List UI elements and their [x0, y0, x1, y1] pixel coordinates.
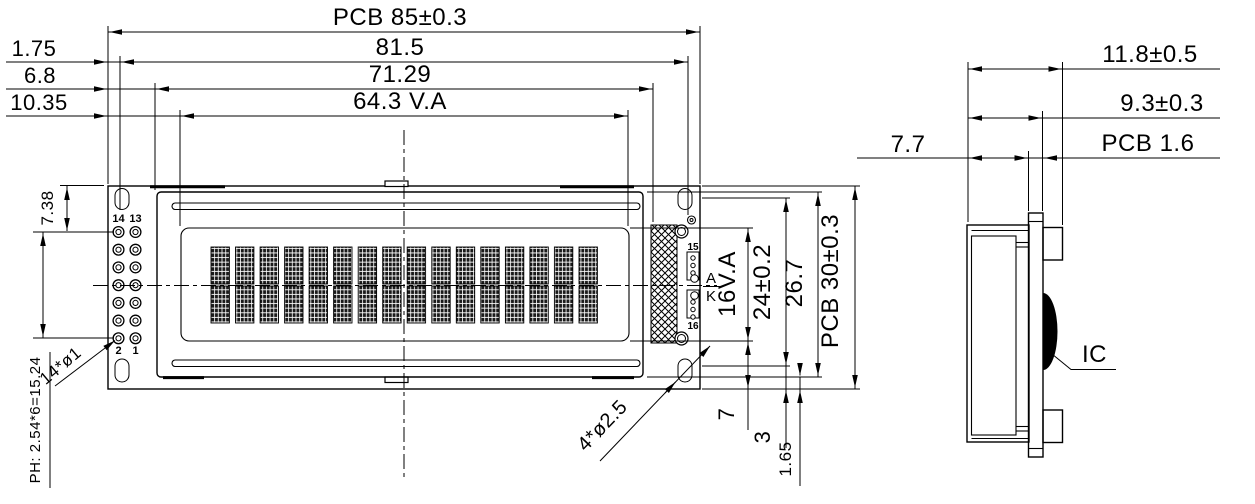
side-pcb	[1027, 212, 1044, 458]
dim-mount-span-label: 81.5	[376, 34, 425, 61]
dim-pcb-width: PCB 85±0.3	[108, 4, 700, 35]
pin-16-label: 16	[687, 321, 699, 332]
ic-label: IC	[1082, 341, 1107, 368]
interface-pins	[112, 225, 142, 345]
mount-slots	[114, 188, 693, 383]
dim-viewing-offset-label: 10.35	[10, 90, 68, 115]
character-matrix	[210, 246, 598, 324]
dim-edge-gap-label: 1.65	[776, 441, 795, 476]
bottom-edge-bump	[384, 376, 409, 384]
dim-mount-span: 1.75 81.5	[6, 34, 688, 65]
viewing-area	[180, 227, 630, 342]
dim-pin-offset-label: 1.75	[12, 36, 57, 61]
callout-mount-holes: 4*ø2.5	[573, 345, 711, 462]
dim-viewing-height-label: 16V.A	[714, 251, 741, 317]
dim-viewing-height: 16V.A	[714, 228, 751, 341]
dim-tab-gap: 3	[750, 366, 789, 448]
dim-first-pin-offset-label: 7.38	[38, 190, 57, 225]
top-edge-bump	[384, 180, 409, 188]
side-glass	[970, 235, 1017, 436]
side-view: IC 11.8±0.5 9.3±0.3 7.7 PCB 1.6	[857, 41, 1220, 458]
backlight-hatch	[650, 224, 678, 344]
pin-15-label: 15	[687, 242, 699, 253]
pin-14-label: 14	[112, 213, 125, 225]
dim-module-thickness: 9.3±0.3	[968, 90, 1220, 121]
dim-bezel-height: 26.7	[781, 192, 821, 377]
dim-module-thickness-label: 9.3±0.3	[1120, 90, 1203, 117]
pin-1-label: 1	[132, 345, 138, 357]
dim-lower-gap: 7	[714, 341, 751, 430]
front-view: 15 16 A K 14 13 2 1	[107, 180, 720, 390]
dim-viewing-width-label: 64.3 V.A	[353, 88, 447, 115]
dim-pcb-thickness-label: PCB 1.6	[1102, 130, 1195, 157]
dim-bezel-width-label: 71.29	[369, 61, 432, 88]
backlight-connector: 15 16 A K	[686, 242, 720, 332]
dim-tab-gap-label: 3	[750, 431, 775, 444]
pin-number-labels: 14 13 2 1	[112, 213, 141, 357]
bezel-slot-top	[171, 202, 641, 211]
dim-pcb-height-label: PCB 30±0.3	[817, 214, 844, 348]
bezel-slot-bottom	[171, 359, 641, 368]
centerlines	[93, 130, 717, 477]
backlight-holes	[674, 215, 697, 346]
callout-mount-holes-label: 4*ø2.5	[573, 396, 632, 456]
dim-first-pin-offset: 7.38	[33, 185, 114, 233]
dim-window-height: 24±0.2	[749, 198, 789, 366]
dim-total-thickness: 11.8±0.5	[968, 41, 1220, 72]
dim-bezel-width: 6.8 71.29	[6, 61, 653, 92]
dim-pin-pitch: PH: 2.54*6=15.24	[27, 232, 114, 488]
cathode-label: K	[706, 288, 716, 305]
dim-window-height-label: 24±0.2	[749, 244, 776, 320]
dim-bezel-offset-label: 6.8	[24, 63, 56, 88]
pin-13-label: 13	[129, 213, 141, 225]
callout-pin-holes: 14*ø1	[36, 340, 116, 388]
dim-pin-pitch-label: PH: 2.54*6=15.24	[27, 357, 44, 484]
ic-callout: IC	[1051, 341, 1116, 370]
dim-viewing-width: 10.35 64.3 V.A	[6, 88, 628, 119]
side-bottom-tab	[1042, 409, 1064, 444]
dim-bezel-height-label: 26.7	[781, 259, 808, 308]
dim-total-thickness-label: 11.8±0.5	[1102, 41, 1197, 68]
dim-pcb-width-label: PCB 85±0.3	[333, 4, 467, 31]
side-top-tab	[1042, 226, 1064, 261]
dim-front-thickness: 7.7 PCB 1.6	[857, 130, 1220, 161]
ic-blob	[1043, 293, 1058, 370]
anode-label: A	[706, 270, 716, 287]
dim-edge-gap: 1.65	[776, 363, 803, 486]
bezel-outline	[156, 191, 644, 378]
pin-2-label: 2	[115, 345, 121, 357]
side-bezel-outline	[966, 224, 1030, 443]
dim-front-thickness-label: 7.7	[891, 131, 926, 158]
dim-pcb-height: PCB 30±0.3	[817, 186, 858, 389]
dim-lower-gap-label: 7	[714, 408, 739, 421]
